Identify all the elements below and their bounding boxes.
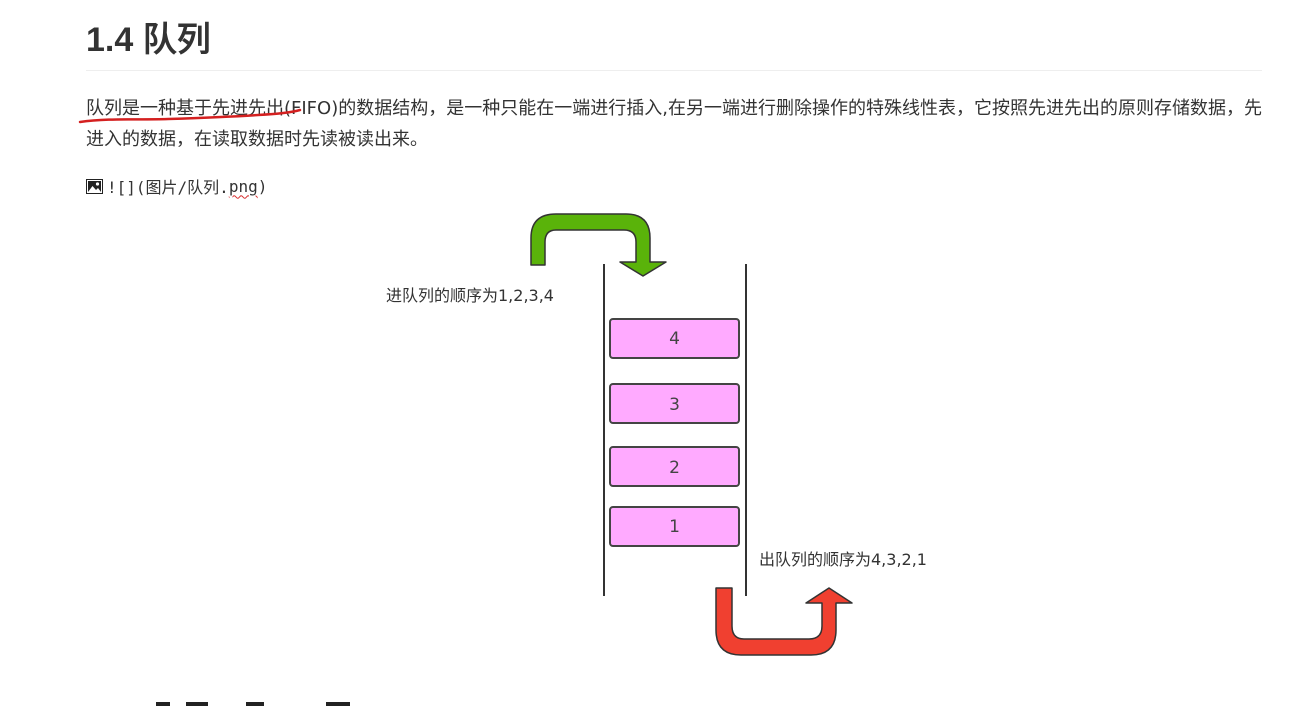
enqueue-arrow-icon <box>530 213 667 277</box>
queue-item-label: 3 <box>669 395 680 415</box>
queue-item-label: 4 <box>669 329 680 349</box>
dequeue-arrow-icon <box>715 587 853 656</box>
image-ref-prefix: ![](图片/队列. <box>107 178 229 197</box>
queue-item: 1 <box>609 506 740 547</box>
queue-item-label: 2 <box>669 458 680 478</box>
broken-image-reference[interactable]: ![](图片/队列.png) <box>86 174 267 198</box>
section-heading: 1.4 队列 <box>86 21 211 59</box>
image-icon <box>86 178 103 194</box>
image-ref-extension: png <box>228 176 258 196</box>
queue-item-label: 1 <box>669 517 680 537</box>
next-heading-cutoff <box>86 694 386 707</box>
queue-item: 4 <box>609 318 740 359</box>
handwritten-underline <box>78 108 302 124</box>
queue-item: 2 <box>609 446 740 487</box>
queue-item: 3 <box>609 383 740 424</box>
heading-divider <box>86 70 1262 71</box>
body-paragraph: 队列是一种基于先进先出(FIFO)的数据结构，是一种只能在一端进行插入,在另一端… <box>86 98 1262 150</box>
image-ref-suffix: ) <box>257 176 268 196</box>
dequeue-order-label: 出队列的顺序为4,3,2,1 <box>759 550 927 569</box>
enqueue-order-label: 进队列的顺序为1,2,3,4 <box>386 286 554 305</box>
